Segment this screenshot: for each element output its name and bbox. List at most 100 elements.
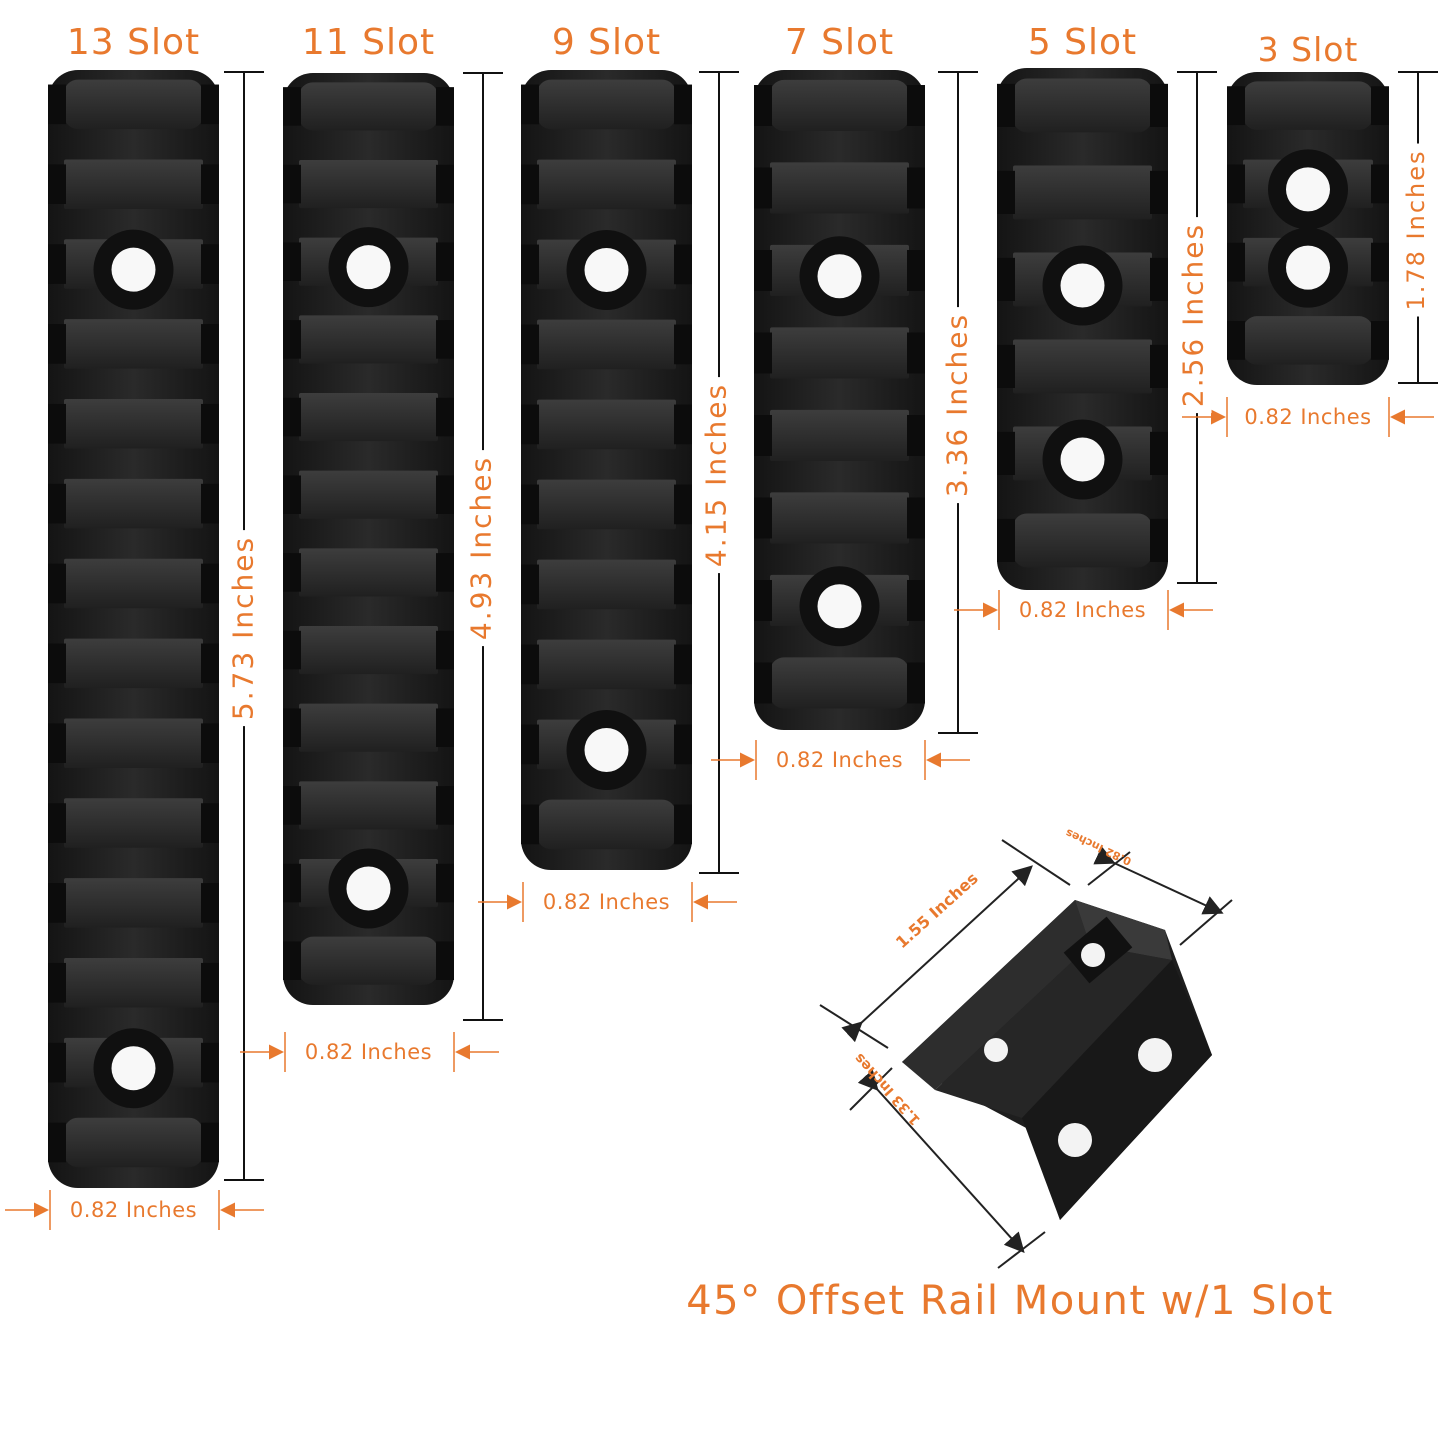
- rail-rib-edge: [997, 431, 1015, 475]
- rail-rib-edge: [907, 415, 925, 456]
- rail-rib: [770, 162, 909, 214]
- rail-rib: [770, 327, 909, 379]
- rail-hole: [1060, 263, 1105, 308]
- rail-rib-edge: [997, 83, 1015, 127]
- rail-rib-edge: [436, 87, 454, 126]
- rail-rib: [1013, 78, 1152, 133]
- rail-rib-edge: [1227, 164, 1245, 204]
- rail-rib-edge: [1150, 170, 1168, 214]
- rail-rib-edge: [674, 84, 692, 125]
- rail-rib: [299, 315, 438, 364]
- rail-rib-edge: [48, 1122, 66, 1163]
- rail-rib: [299, 82, 438, 131]
- rail-rib-edge: [201, 403, 219, 444]
- rail-rib-edge: [436, 708, 454, 747]
- rail-hole: [346, 866, 391, 911]
- rail-rib-edge: [907, 332, 925, 374]
- rail-rib-edge: [48, 563, 66, 604]
- rail-rib-edge: [907, 85, 925, 126]
- rail-5-slot: [997, 68, 1168, 590]
- rail-rib-edge: [48, 483, 66, 524]
- rail-rib: [1243, 81, 1373, 130]
- rail-rib: [537, 799, 676, 850]
- rail-rib: [64, 478, 203, 529]
- rail-body: [754, 70, 925, 730]
- width-dimension-line: [478, 882, 737, 922]
- rail-7-slot: [754, 70, 925, 730]
- rail-rib-edge: [674, 484, 692, 525]
- rail-rib-edge: [754, 415, 772, 456]
- rail-width-label: 0.82 Inches: [1244, 405, 1372, 429]
- rail-rib: [537, 559, 676, 610]
- rail-rib-edge: [674, 244, 692, 285]
- rail-rib-edge: [283, 863, 301, 903]
- rail-rib-edge: [436, 164, 454, 204]
- rail-rib-edge: [48, 962, 66, 1003]
- rail-hole: [817, 254, 862, 299]
- rail-rib-edge: [48, 164, 66, 205]
- rail-rib-edge: [997, 170, 1015, 214]
- rail-width-label: 0.82 Inches: [1018, 598, 1147, 622]
- rail-rib-edge: [201, 244, 219, 284]
- rail-rib: [299, 703, 438, 752]
- rail-width-label: 0.82 Inches: [304, 1040, 433, 1064]
- rail-9-slot: [521, 70, 692, 870]
- width-dimension-line: [240, 1032, 499, 1072]
- rail-rib-edge: [907, 580, 925, 621]
- rail-title: 13 Slot: [66, 22, 201, 63]
- rail-rib: [64, 798, 203, 848]
- rail-rib: [299, 625, 438, 675]
- rail-rib-edge: [521, 724, 539, 765]
- rail-rib: [770, 657, 909, 709]
- rail-rib-edge: [436, 320, 454, 359]
- rail-rib: [299, 548, 438, 597]
- rail-rib-edge: [283, 320, 301, 359]
- rail-rib-edge: [1371, 242, 1389, 282]
- rail-rib: [537, 159, 676, 210]
- rail-rib: [1013, 513, 1152, 568]
- rail-rib-edge: [201, 803, 219, 843]
- rail-13-slot: [48, 70, 219, 1188]
- rail-rib-edge: [201, 723, 219, 764]
- rail-rib-edge: [283, 242, 301, 281]
- rail-rib-edge: [283, 941, 301, 980]
- rail-rib-edge: [283, 553, 301, 592]
- rail-title: 9 Slot: [551, 22, 662, 63]
- rail-rib-edge: [1371, 86, 1389, 126]
- rail-rib-edge: [907, 250, 925, 291]
- rail-rib-edge: [283, 786, 301, 825]
- rail-rib-edge: [1371, 164, 1389, 204]
- rail-rib-edge: [997, 257, 1015, 301]
- rail-width-label: 0.82 Inches: [542, 890, 671, 914]
- rail-rib-edge: [48, 643, 66, 684]
- rail-rib-edge: [521, 484, 539, 525]
- width-dimension-line: [711, 740, 970, 780]
- rail-rib: [770, 409, 909, 462]
- rail-width-label: 0.82 Inches: [775, 748, 904, 772]
- width-dimension-line: [1182, 397, 1434, 437]
- rail-rib-edge: [521, 324, 539, 365]
- rail-rib-edge: [283, 87, 301, 126]
- offset-mount-title: 45° Offset Rail Mount w/1 Slot: [686, 1278, 1334, 1324]
- rail-rib-edge: [283, 630, 301, 670]
- rail-rib-edge: [907, 167, 925, 209]
- rail-rib: [64, 878, 203, 928]
- rail-rib-edge: [1150, 431, 1168, 475]
- rail-rib: [770, 79, 909, 132]
- rail-rib-edge: [436, 786, 454, 825]
- rail-rib-edge: [674, 644, 692, 685]
- rail-rib-edge: [48, 403, 66, 444]
- rail-rib: [64, 79, 203, 130]
- rail-rib-edge: [521, 564, 539, 605]
- rail-rib-edge: [754, 85, 772, 126]
- rail-rib-edge: [283, 164, 301, 204]
- rail-hole: [584, 728, 629, 772]
- rail-rib: [1013, 165, 1152, 220]
- rail-rib-edge: [201, 164, 219, 205]
- rail-rib: [537, 319, 676, 370]
- rail-rib: [1013, 339, 1152, 394]
- rail-rib: [537, 479, 676, 530]
- rail-rib-edge: [997, 344, 1015, 388]
- rail-title: 7 Slot: [784, 22, 895, 63]
- rail-rib-edge: [521, 84, 539, 125]
